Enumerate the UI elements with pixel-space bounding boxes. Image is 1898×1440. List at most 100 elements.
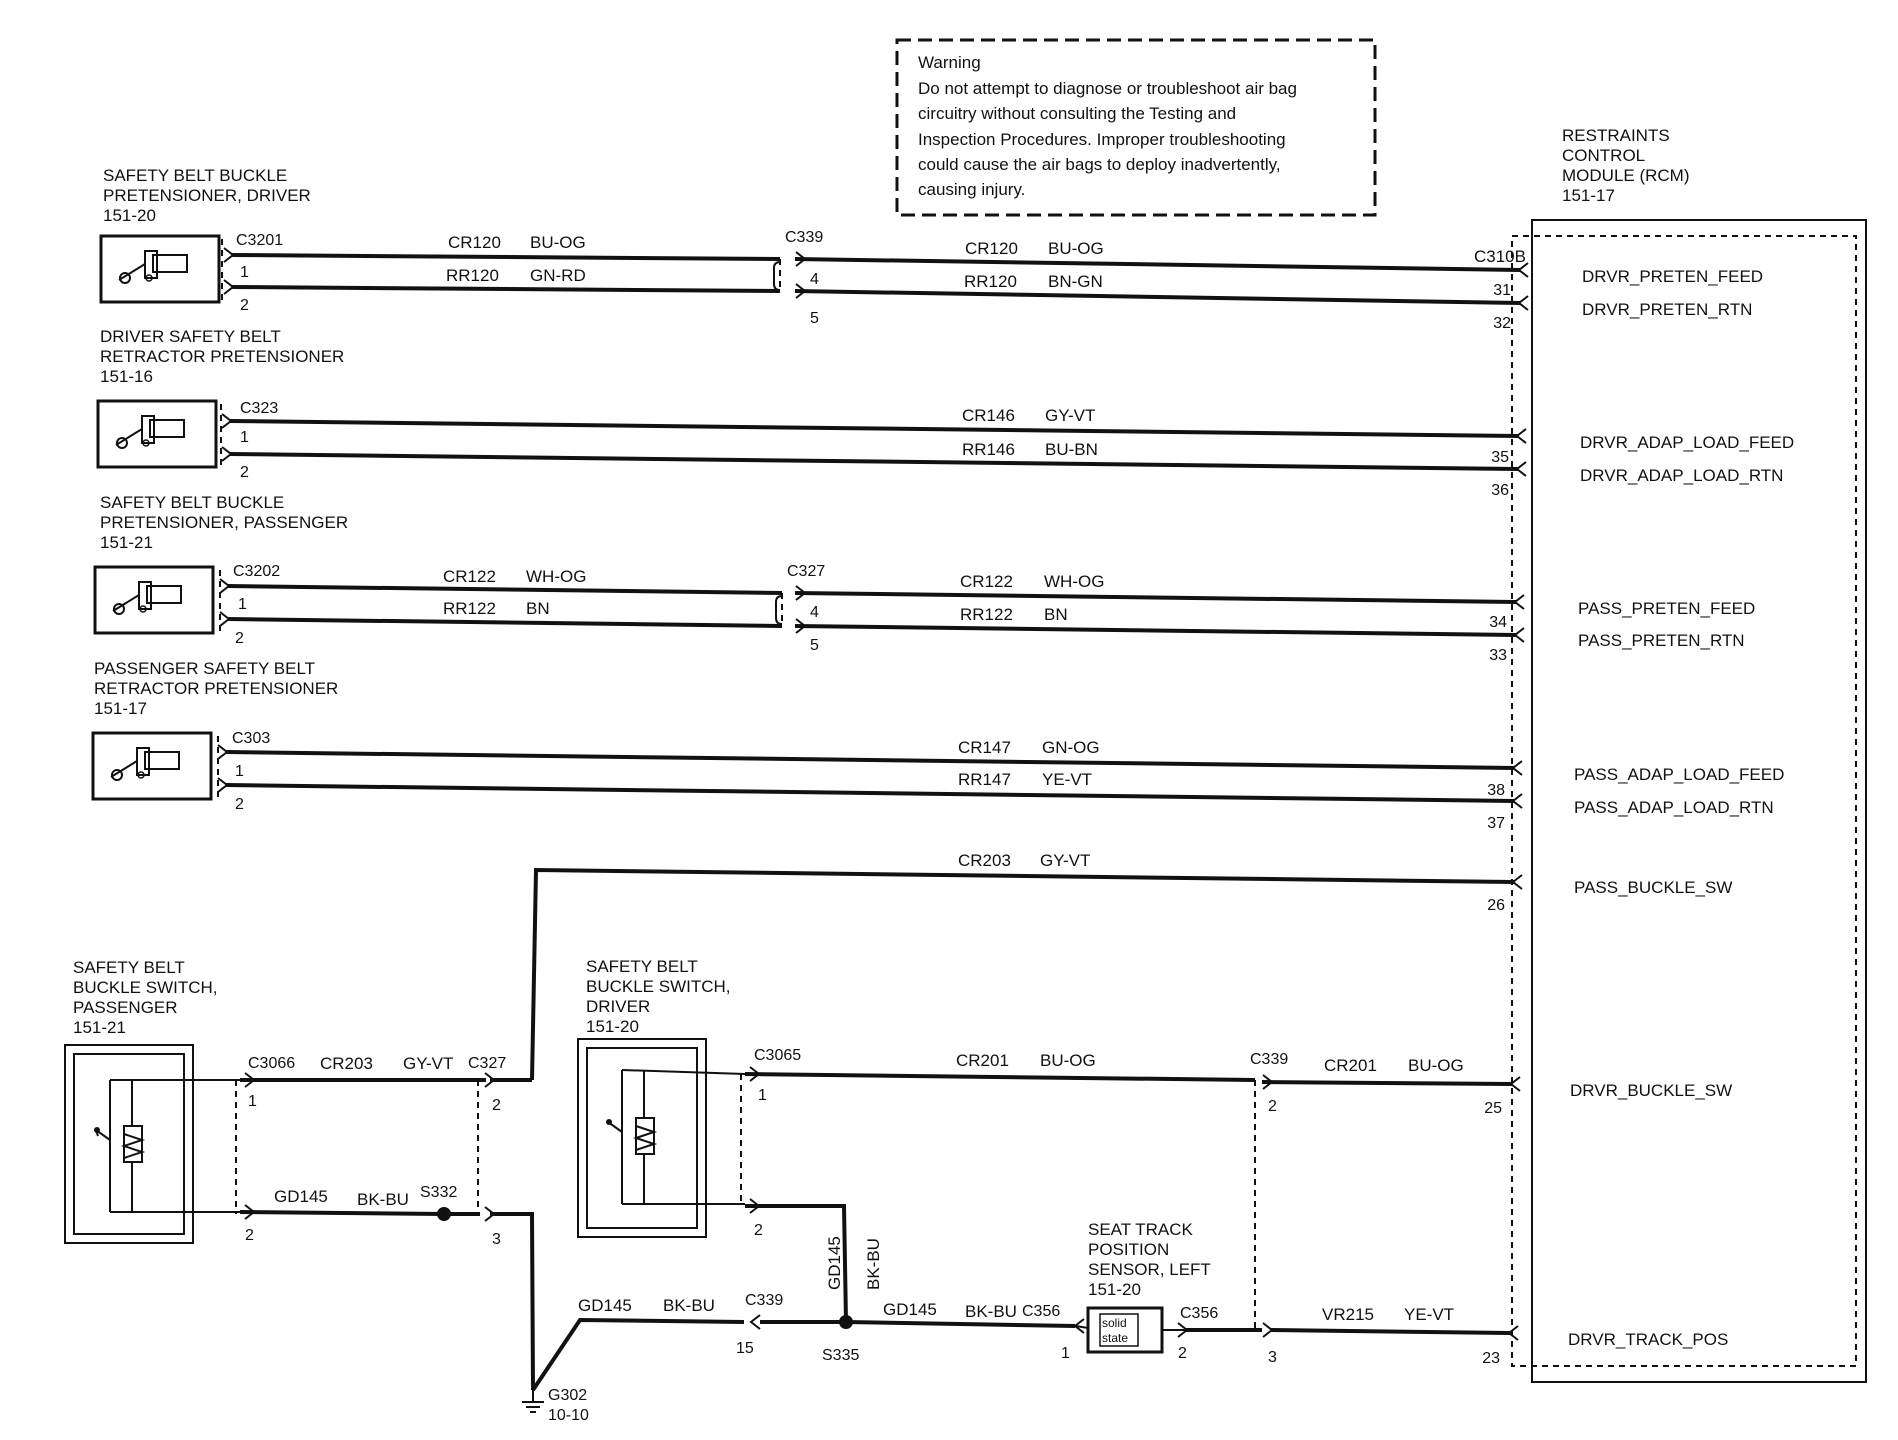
pin-arrow [221,446,232,462]
warning-line: causing injury. [918,180,1025,199]
pin-number: 15 [736,1340,754,1357]
component-label: PRETENSIONER, PASSENGER [100,513,348,532]
component-label: 151-21 [100,533,153,552]
rcm-arrow [1512,793,1523,809]
connector-label: C339 [745,1292,783,1309]
pin-number: 1 [758,1087,767,1104]
sensor-inner-text: state [1102,1331,1128,1345]
component-label: SAFETY BELT BUCKLE [100,493,284,512]
wire-gd145 [239,1210,445,1216]
wire-gd145-vertical [745,1204,848,1323]
wire-rr120 [794,289,1521,305]
wire-circuit: CR203 [958,851,1011,870]
wire-circuit: RR122 [443,599,496,618]
wire-color: GN-RD [530,266,586,285]
wire-color: YE-VT [1042,770,1092,789]
wire-color: GN-OG [1042,738,1100,757]
component-label: SEAT TRACK [1088,1220,1194,1239]
wire-cr122 [227,584,783,595]
rcm-signal: PASS_ADAP_LOAD_RTN [1574,798,1774,817]
rcm-signal: DRVR_ADAP_LOAD_FEED [1580,433,1794,452]
rcm-pin: 25 [1484,1100,1502,1117]
connector-label: C356 [1022,1303,1060,1320]
wire-color: BU-OG [530,233,586,252]
wire-circuit: RR146 [962,440,1015,459]
wire-circuit: CR120 [448,233,501,252]
rcm-pin: 36 [1491,482,1509,499]
component-label: 151-20 [1088,1280,1141,1299]
pin-number: 1 [235,763,244,780]
wire-color: BU-OG [1048,239,1104,258]
wire-rr147 [225,783,1515,803]
warning-line: could cause the air bags to deploy inadv… [918,155,1281,174]
rcm-pin: 37 [1487,815,1505,832]
component-label: BUCKLE SWITCH, [586,977,731,996]
wire-gd145-to-ground [531,1317,745,1392]
warning-line: circuitry without consulting the Testing… [918,104,1236,123]
warning-box: Warning Do not attempt to diagnose or tr… [895,38,1377,217]
wire-rr146 [229,452,1519,471]
pin-arrow [217,744,228,760]
rcm-connector: C310B [1474,247,1526,266]
component-label: 151-17 [94,699,147,718]
pin-number: 2 [235,796,244,813]
wire-circuit: GD145 [883,1300,937,1319]
rcm-arrow [1508,1325,1519,1341]
rcm-arrow [1516,428,1527,444]
wire-cr147 [225,750,1515,770]
rcm-pin: 31 [1493,282,1511,299]
component-label: DRIVER SAFETY BELT [100,327,281,346]
pin-number: 5 [810,637,819,654]
wire-color: GY-VT [403,1054,453,1073]
connector-label: C3202 [233,563,280,580]
wire-rr122 [227,617,783,628]
ground-g302: G302 10-10 [522,1387,589,1424]
component-driver-retractor-pretensioner: DRIVER SAFETY BELT RETRACTOR PRETENSIONE… [96,327,344,481]
wire-circuit: RR122 [960,605,1013,624]
rcm-pin: 26 [1487,897,1505,914]
pin-number: 2 [754,1222,763,1239]
pin-number: 2 [1178,1345,1187,1362]
wire-circuit: CR203 [320,1054,373,1073]
wire-color: BN [1044,605,1068,624]
wire-circuit: CR122 [443,567,496,586]
connector-label: C339 [785,229,823,246]
wire-circuit: VR215 [1322,1305,1374,1324]
wire-color: YE-VT [1404,1305,1454,1324]
pin-number: 1 [248,1093,257,1110]
pretensioner-symbol [96,399,218,469]
rcm-arrow [1514,627,1525,643]
wire-cr146 [229,419,1519,438]
pretensioner-symbol [99,234,221,304]
splice-s335: S335 [822,1315,859,1364]
ground-label: G302 [548,1387,587,1404]
pretensioner-symbol [93,565,215,635]
wire-circuit: CR120 [965,239,1018,258]
wire-cr203-to-rcm [530,867,1515,1081]
pin-arrow [217,777,228,793]
pin-number: 2 [492,1097,501,1114]
pin-number: 4 [810,271,819,288]
rcm-signal: DRVR_TRACK_POS [1568,1330,1728,1349]
component-label: POSITION [1088,1240,1169,1259]
pin-arrow [219,611,230,627]
pin-arrow [223,247,234,263]
wire-circuit: GD145 [825,1236,844,1290]
pin-number: 1 [240,429,249,446]
component-driver-buckle-pretensioner: SAFETY BELT BUCKLE PRETENSIONER, DRIVER … [99,166,311,314]
component-driver-buckle-switch: SAFETY BELT BUCKLE SWITCH, DRIVER 151-20… [577,957,801,1239]
component-passenger-retractor-pretensioner: PASSENGER SAFETY BELT RETRACTOR PRETENSI… [91,659,338,813]
wire-circuit: RR120 [964,272,1017,291]
component-label: 151-20 [103,206,156,225]
pin-arrow [221,413,232,429]
component-label: PASSENGER [73,998,178,1017]
connector-label: C356 [1180,1305,1218,1322]
rcm-signal: DRVR_PRETEN_RTN [1582,300,1752,319]
wire-cr120 [794,257,1521,272]
rcm-arrow [1512,760,1523,776]
rcm-pin: 35 [1491,449,1509,466]
warning-line: Inspection Procedures. Improper troubles… [918,130,1286,149]
ground-ref: 10-10 [548,1407,589,1424]
warning-line: Do not attempt to diagnose or troublesho… [918,79,1297,98]
pin-number: 4 [810,604,819,621]
